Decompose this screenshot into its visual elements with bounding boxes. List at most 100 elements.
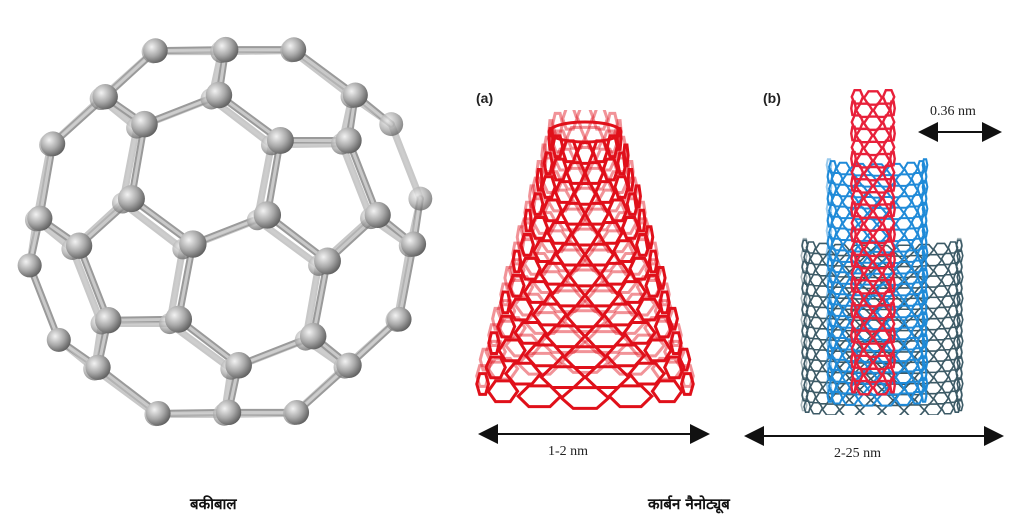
hexagon-cell xyxy=(625,176,639,201)
hexagon-cell xyxy=(523,311,566,335)
hexagon-cell xyxy=(803,379,812,392)
hexagon-cell xyxy=(955,301,963,315)
hexagon-cell xyxy=(803,357,812,371)
hexagon-cell xyxy=(550,157,569,182)
hexagon-cell xyxy=(666,306,679,331)
hexagon-cell xyxy=(607,351,654,376)
carbon-atom xyxy=(143,38,168,63)
hexagon-cell xyxy=(850,226,857,243)
hexagon-cell xyxy=(903,404,926,415)
hexagon-cell xyxy=(644,273,663,298)
hexagon-cell xyxy=(955,344,963,358)
carbon-atom xyxy=(117,185,145,213)
hexagon-cell xyxy=(503,361,543,386)
carbon-atom xyxy=(386,306,412,332)
carbon-atom xyxy=(179,230,207,258)
hexagon-cell xyxy=(564,304,606,329)
carbon-atom xyxy=(213,36,239,63)
hexagon-cell xyxy=(650,379,684,404)
carbon-bond-highlight xyxy=(70,247,103,326)
carbon-atom xyxy=(65,232,93,259)
hexagon-cell xyxy=(594,147,617,172)
hexagon-cell xyxy=(523,208,533,233)
hexagon-cell xyxy=(622,320,657,345)
carbon-atom xyxy=(205,81,233,109)
hexagon-cell xyxy=(677,347,692,372)
hexagon-cell xyxy=(549,248,587,273)
hexagon-cell xyxy=(540,175,557,199)
hexagon-cell xyxy=(850,327,857,344)
hexagon-cell xyxy=(650,356,684,381)
carbon-atom xyxy=(85,354,111,380)
hexagon-cell xyxy=(622,143,630,168)
hexagon-cell xyxy=(540,152,557,177)
hexagon-cell xyxy=(599,229,632,254)
hexagon-cell xyxy=(513,292,548,317)
hexagon-cell xyxy=(551,134,565,159)
hexagon-cell xyxy=(575,141,595,165)
hexagon-cell xyxy=(478,347,493,372)
carbon-atom xyxy=(225,351,252,379)
panel-b-label: (b) xyxy=(763,90,781,106)
hexagon-cell xyxy=(626,167,635,192)
hexagon-cell xyxy=(955,365,963,379)
hexagon-cell xyxy=(800,249,808,262)
carbon-atom xyxy=(92,83,118,110)
hexagon-cell xyxy=(880,404,906,415)
tube-a-rim xyxy=(547,120,623,144)
hexagon-cell xyxy=(487,323,501,348)
hexagon-cell xyxy=(612,239,638,264)
carbon-atom xyxy=(408,186,433,211)
hexagon-cell xyxy=(583,289,626,314)
hexagon-cell xyxy=(850,352,857,369)
hexagon-cell xyxy=(669,323,683,348)
hexagon-cell xyxy=(605,111,619,136)
hexagon-cell xyxy=(653,299,674,323)
hexagon-cell xyxy=(542,151,554,176)
hexagon-cell xyxy=(532,211,558,235)
hexagon-cell xyxy=(518,234,542,259)
carbon-atom xyxy=(95,307,122,334)
hexagon-cell xyxy=(583,207,616,232)
hexagon-cell xyxy=(497,338,527,363)
carbon-atom xyxy=(131,110,158,138)
hexagon-cell xyxy=(647,241,659,266)
hexagon-cell xyxy=(564,268,606,293)
hexagon-cell xyxy=(956,398,964,412)
hexagon-cell xyxy=(850,251,857,268)
hexagon-cell xyxy=(497,316,527,340)
buckyball-graphic xyxy=(17,36,433,427)
hexagon-cell xyxy=(484,339,507,364)
hexagon-cell xyxy=(850,302,857,318)
hexagon-cell xyxy=(800,292,808,305)
hexagon-cell xyxy=(658,290,671,315)
hexagon-cell xyxy=(850,377,857,394)
hexagon-cell xyxy=(920,387,928,401)
hexagon-cell xyxy=(889,377,896,394)
hexagon-cell xyxy=(803,272,812,285)
hexagon-cell xyxy=(644,258,663,282)
hexagon-cell xyxy=(854,379,874,396)
hexagon-cell xyxy=(546,221,574,245)
hexagon-cell xyxy=(940,401,955,415)
multi-wall-nanotube-graphic xyxy=(800,89,964,415)
hexagon-cell xyxy=(544,289,587,314)
hexagon-cell xyxy=(850,276,857,293)
hexagon-cell xyxy=(583,166,610,191)
nanotube-caption: कार्बन नैनोट्यूब xyxy=(648,495,730,513)
hexagon-cell xyxy=(923,403,943,415)
hexagon-cell xyxy=(567,227,603,252)
hexagon-cell xyxy=(669,331,683,356)
carbon-atom xyxy=(266,126,294,154)
hexagon-cell xyxy=(800,334,808,348)
hexagon-cell xyxy=(800,398,808,412)
hexagon-cell xyxy=(803,293,812,307)
hexagon-cell xyxy=(612,211,638,235)
hexagon-cell xyxy=(560,166,587,191)
hexagon-cell xyxy=(541,170,564,195)
hexagon-cell xyxy=(583,126,605,150)
buckyball-figure xyxy=(0,0,460,470)
hexagon-cell xyxy=(522,251,553,276)
hexagon-cell xyxy=(522,280,553,304)
spacing-label: 0.36 nm xyxy=(930,104,976,119)
